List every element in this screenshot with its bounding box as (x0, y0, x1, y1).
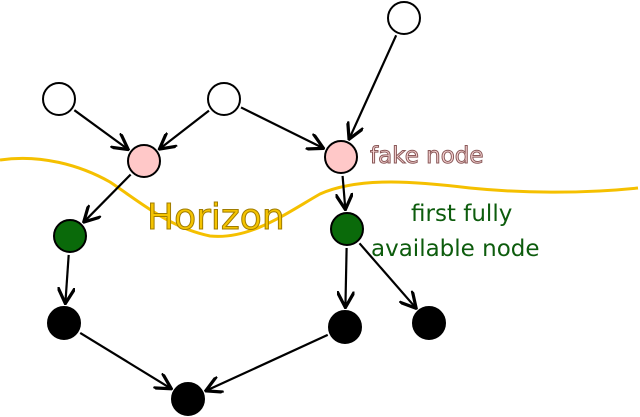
node-top-left (42, 82, 76, 116)
edge-top-middle-to-fake-right (240, 106, 322, 147)
first-fully-label-line2: available node (371, 236, 540, 262)
horizon-line (0, 156, 639, 238)
node-top-right (387, 1, 421, 35)
edge-green-right-to-black-right (358, 242, 415, 307)
node-black-middle (328, 310, 362, 344)
edge-fake-left-to-green-left (85, 173, 132, 222)
node-black-right (412, 306, 446, 340)
edge-fake-right-to-green-right (343, 175, 346, 208)
node-green-left (53, 219, 87, 253)
edges-layer (65, 34, 415, 390)
node-black-left (47, 306, 81, 340)
node-fake-right (324, 140, 358, 174)
fake-node-label: fake node (370, 143, 484, 169)
edge-green-right-to-black-middle (345, 247, 346, 306)
edge-green-left-to-black-left (65, 254, 68, 302)
edge-black-left-to-black-bottom (79, 331, 170, 388)
node-fake-left (127, 144, 161, 178)
edge-top-left-to-fake-left (73, 109, 127, 148)
horizon-label: Horizon (147, 197, 285, 238)
first-fully-label-line1: first fully (411, 201, 512, 227)
node-black-bottom (171, 382, 205, 416)
edge-top-middle-to-fake-left (161, 109, 210, 148)
node-top-middle (207, 82, 241, 116)
nodes-layer (42, 1, 446, 416)
node-green-right (330, 212, 364, 246)
edge-top-right-to-fake-right (350, 34, 398, 138)
edge-black-middle-to-black-bottom (207, 333, 329, 390)
